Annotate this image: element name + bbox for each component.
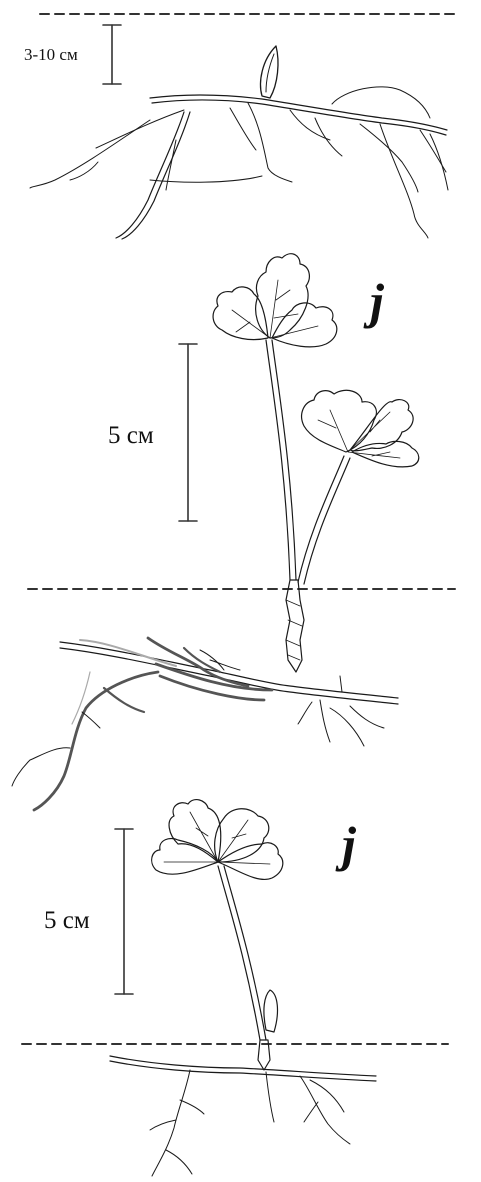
panel-3-juvenile xyxy=(22,800,448,1176)
scale-label-small: 3-10 см xyxy=(24,45,78,65)
scale-label-panel3: 5 см xyxy=(44,907,90,935)
leaf-right xyxy=(302,390,419,467)
basal-scales xyxy=(286,580,304,672)
leaf-upper xyxy=(213,254,337,347)
petiole-juvenile xyxy=(218,866,266,1040)
scale-bar-5cm-1 xyxy=(179,344,197,521)
side-roots xyxy=(30,87,448,238)
rhizome-roots xyxy=(12,638,398,810)
petiole-upper xyxy=(266,340,296,580)
leaf-juvenile xyxy=(152,800,283,880)
scale-bar-small xyxy=(103,25,121,84)
panel-2-seedling xyxy=(12,254,455,810)
shoot-bud xyxy=(264,990,278,1032)
stage-label-panel2: j xyxy=(370,272,384,330)
petiole-right xyxy=(298,456,350,584)
shoot-bud xyxy=(261,46,278,98)
scale-label-panel2: 5 см xyxy=(108,422,154,450)
rhizome-roots-juvenile xyxy=(110,1056,376,1176)
stage-label-panel3: j xyxy=(342,815,356,873)
scale-bar-5cm-2 xyxy=(115,829,133,994)
panel-1-rhizome xyxy=(30,14,455,239)
